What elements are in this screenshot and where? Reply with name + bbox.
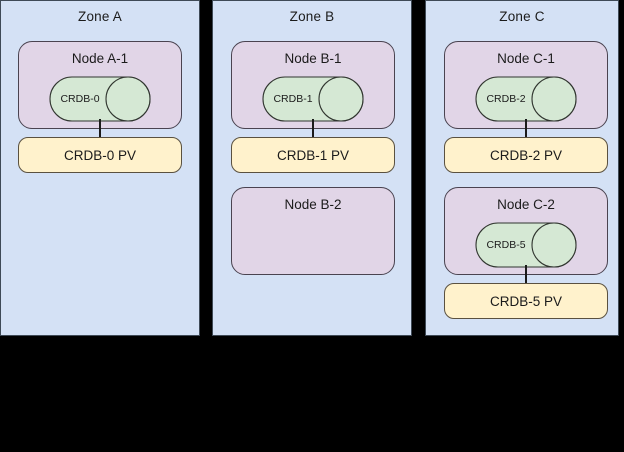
zone-a-title: Zone A	[78, 9, 122, 24]
node-c-1: Node C-1 CRDB-2	[444, 41, 608, 129]
database-crdb-5: CRDB-5	[475, 222, 577, 268]
connector-node-c-1-to-pv	[525, 119, 527, 139]
node-b-2-title: Node B-2	[284, 197, 342, 212]
connector-node-b-1-to-pv	[312, 119, 314, 139]
zone-c: Zone C Node C-1 CRDB-2 CRDB-2 PV Node C-…	[425, 0, 619, 336]
connector-node-c-2-to-pv	[525, 265, 527, 285]
pv-crdb-5: CRDB-5 PV	[444, 283, 608, 319]
node-a-1: Node A-1 CRDB-0	[18, 41, 182, 129]
node-b-1-title: Node B-1	[284, 51, 342, 66]
database-crdb-2: CRDB-2	[475, 76, 577, 122]
node-c-2: Node C-2 CRDB-5	[444, 187, 608, 275]
zone-c-title: Zone C	[499, 9, 545, 24]
node-c-1-title: Node C-1	[497, 51, 555, 66]
zone-b: Zone B Node B-1 CRDB-1 CRDB-1 PV Node B-…	[212, 0, 412, 336]
database-crdb-1: CRDB-1	[262, 76, 364, 122]
node-a-1-title: Node A-1	[71, 51, 129, 66]
pv-crdb-2: CRDB-2 PV	[444, 137, 608, 173]
zone-a: Zone A Node A-1 CRDB-0 CRDB-0 PV	[0, 0, 200, 336]
node-b-2: Node B-2	[231, 187, 395, 275]
pv-crdb-0: CRDB-0 PV	[18, 137, 182, 173]
connector-node-a-1-to-pv	[99, 119, 101, 139]
node-c-2-title: Node C-2	[497, 197, 555, 212]
pv-crdb-1: CRDB-1 PV	[231, 137, 395, 173]
zone-b-title: Zone B	[289, 9, 335, 24]
node-b-1: Node B-1 CRDB-1	[231, 41, 395, 129]
database-crdb-0: CRDB-0	[49, 76, 151, 122]
